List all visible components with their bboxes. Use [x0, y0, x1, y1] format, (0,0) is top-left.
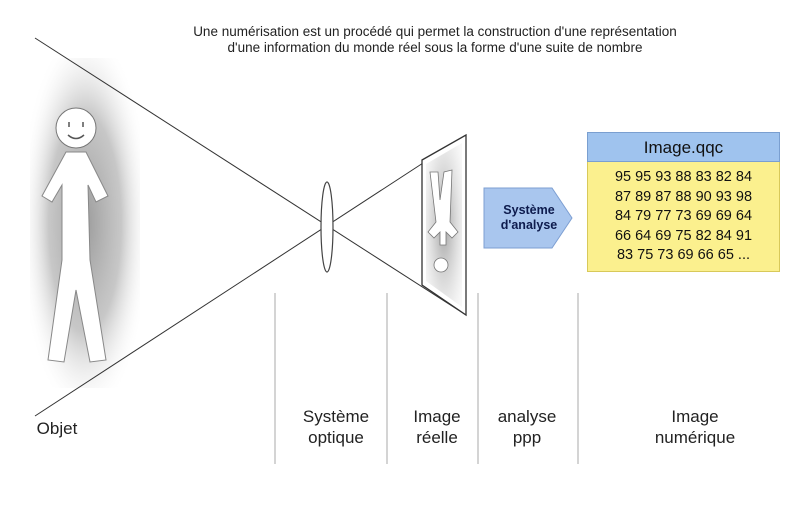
digital-image-values: 95 95 93 88 83 82 84 87 89 87 88 90 93 9… — [587, 162, 780, 272]
analysis-arrow — [483, 187, 573, 249]
light-rays — [34, 37, 467, 417]
caption-line-1: Une numérisation est un procédé qui perm… — [193, 24, 677, 39]
label-analyse-ppp: analyse ppp — [497, 407, 557, 447]
digital-image-box: Image.qqc 95 95 93 88 83 82 84 87 89 87 … — [587, 132, 780, 272]
value-row: 87 89 87 88 90 93 98 — [614, 188, 753, 205]
caption: Une numérisation est un procédé qui perm… — [150, 24, 720, 56]
value-row: 95 95 93 88 83 82 84 — [614, 169, 753, 185]
caption-line-2: d'une information du monde réel sous la … — [227, 40, 643, 55]
lens-icon — [320, 181, 334, 273]
value-row: 83 75 73 69 66 65 ... — [616, 247, 751, 264]
value-row: 84 79 77 73 69 69 64 — [614, 208, 753, 225]
digital-image-title: Image.qqc — [587, 132, 780, 162]
label-systeme-optique: Système optique — [302, 407, 370, 447]
label-objet: Objet — [36, 419, 78, 438]
real-image-screen — [421, 133, 467, 317]
label-image-reelle: Image réelle — [413, 407, 461, 447]
column-separators — [274, 293, 579, 464]
value-row: 66 64 69 75 82 84 91 — [614, 227, 753, 244]
analysis-arrow-label: Système d'analyse — [500, 203, 558, 232]
object-figure — [30, 58, 140, 388]
label-image-numerique: Image numérique — [654, 407, 736, 447]
